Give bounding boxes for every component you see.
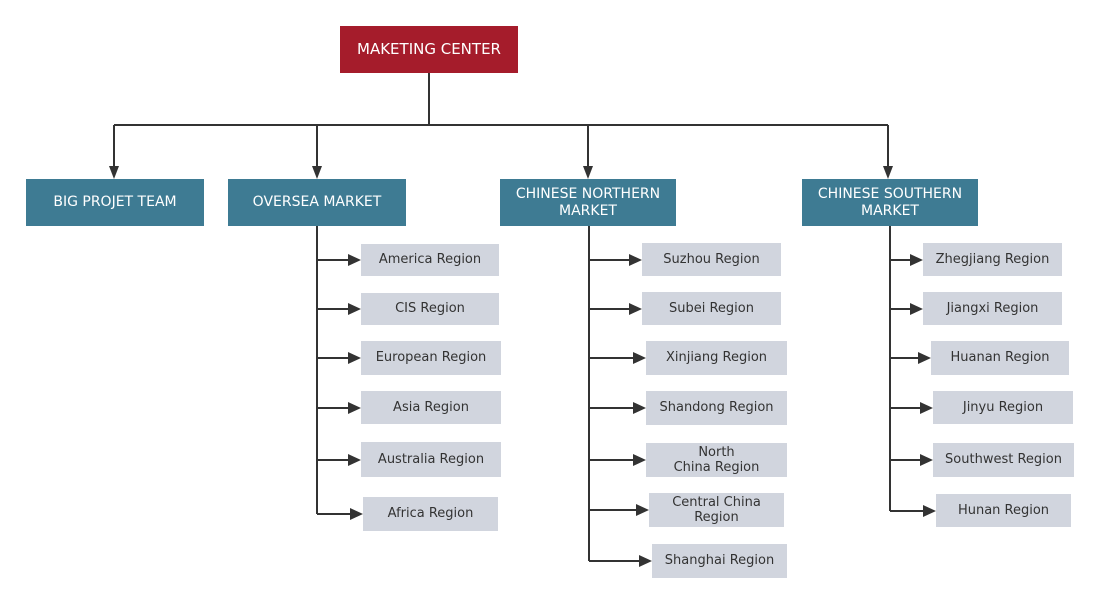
region-node: North China Region (646, 443, 787, 477)
arrowhead-right (910, 303, 923, 315)
root-node: MAKETING CENTER (340, 26, 518, 73)
region-node: Shanghai Region (652, 544, 787, 578)
arrowhead-right (348, 352, 361, 364)
region-node: Suzhou Region (642, 243, 781, 276)
region-node: Zhegjiang Region (923, 243, 1062, 276)
region-node: European Region (361, 341, 501, 375)
arrowhead-down (312, 166, 322, 179)
region-node: CIS Region (361, 293, 499, 325)
arrowhead-right (633, 402, 646, 414)
arrowhead-right (629, 303, 642, 315)
region-node: Hunan Region (936, 494, 1071, 527)
arrowhead-down (583, 166, 593, 179)
market-node-chinese-southern: CHINESE SOUTHERN MARKET (802, 179, 978, 226)
arrowhead-right (629, 254, 642, 266)
region-node: Jinyu Region (933, 391, 1073, 424)
region-node: Asia Region (361, 391, 501, 424)
arrowhead-right (633, 454, 646, 466)
arrowhead-right (923, 505, 936, 517)
market-node-oversea: OVERSEA MARKET (228, 179, 406, 226)
region-node: Huanan Region (931, 341, 1069, 375)
arrowhead-right (348, 254, 361, 266)
region-node: Xinjiang Region (646, 341, 787, 375)
region-node: Africa Region (363, 497, 498, 531)
region-node: Subei Region (642, 292, 781, 325)
arrowhead-right (918, 352, 931, 364)
region-node: Jiangxi Region (923, 292, 1062, 325)
region-node: Shandong Region (646, 391, 787, 425)
arrowhead-down (883, 166, 893, 179)
arrowhead-right (910, 254, 923, 266)
arrowhead-right (636, 504, 649, 516)
arrowhead-right (348, 402, 361, 414)
arrowhead-right (348, 454, 361, 466)
region-node: Australia Region (361, 442, 501, 477)
region-node: Southwest Region (933, 443, 1074, 477)
arrowhead-down (109, 166, 119, 179)
market-node-big-project-team: BIG PROJET TEAM (26, 179, 204, 226)
arrowhead-right (350, 508, 363, 520)
arrowhead-right (639, 555, 652, 567)
arrowhead-right (633, 352, 646, 364)
arrowhead-right (920, 402, 933, 414)
region-node: America Region (361, 244, 499, 276)
market-node-chinese-northern: CHINESE NORTHERN MARKET (500, 179, 676, 226)
arrowhead-right (920, 454, 933, 466)
arrowhead-right (348, 303, 361, 315)
region-node: Central China Region (649, 493, 784, 527)
